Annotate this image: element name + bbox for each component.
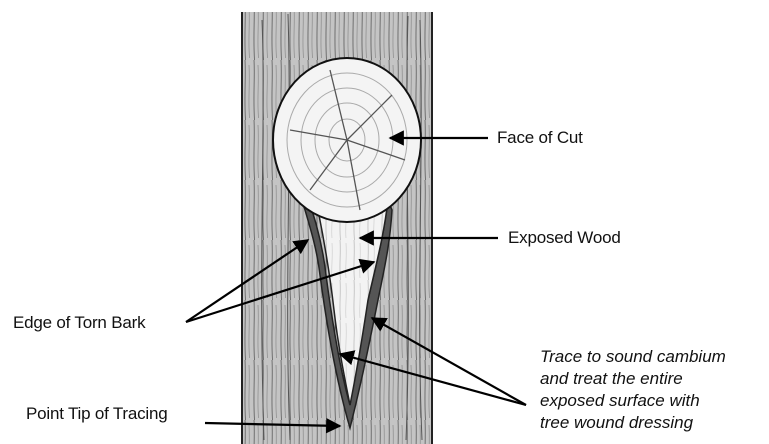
note-line: and treat the entire [540, 368, 726, 390]
note-line: tree wound dressing [540, 412, 726, 434]
label-edge-of-torn-bark: Edge of Torn Bark [13, 313, 145, 333]
label-face-of-cut: Face of Cut [497, 128, 583, 148]
note-line: Trace to sound cambium [540, 346, 726, 368]
label-exposed-wood: Exposed Wood [508, 228, 621, 248]
note-line: exposed surface with [540, 390, 726, 412]
face-of-cut-area [273, 58, 421, 222]
label-point-tip-of-tracing: Point Tip of Tracing [26, 404, 168, 424]
instruction-note: Trace to sound cambium and treat the ent… [540, 346, 726, 434]
